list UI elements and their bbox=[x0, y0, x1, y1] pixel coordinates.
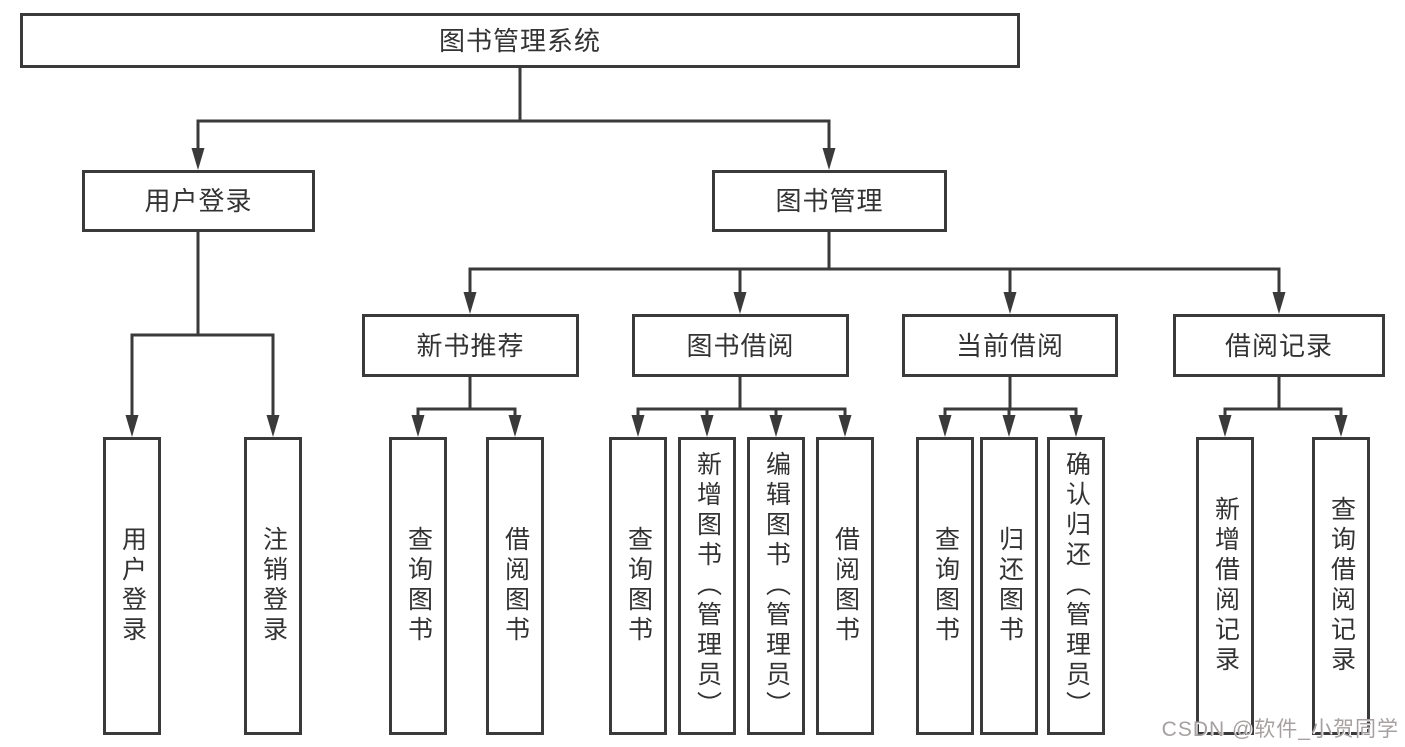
leaf-bb-edit-book-admin-label: 编辑图书（管理员） bbox=[762, 451, 791, 721]
connector-borrow-record-to-leaves bbox=[1218, 375, 1348, 437]
leaf-logout: 注销登录 bbox=[244, 437, 302, 735]
leaf-br-query-record: 查询借阅记录 bbox=[1312, 437, 1370, 735]
leaf-user-login-label: 用户登录 bbox=[118, 526, 147, 646]
node-borrow-record: 借阅记录 bbox=[1173, 314, 1385, 377]
leaf-bb-add-book-admin-label: 新增图书（管理员） bbox=[693, 451, 722, 721]
leaf-br-add-record: 新增借阅记录 bbox=[1196, 437, 1254, 735]
leaf-bb-edit-book-admin: 编辑图书（管理员） bbox=[747, 437, 805, 735]
leaf-bb-query-book: 查询图书 bbox=[609, 437, 667, 735]
node-book-borrow-label: 图书借阅 bbox=[686, 330, 795, 361]
leaf-cb-confirm-return-admin: 确认归还（管理员） bbox=[1047, 437, 1105, 735]
connector-user-login-to-leaves bbox=[125, 230, 280, 437]
leaf-nb-query-book-label: 查询图书 bbox=[404, 526, 433, 646]
leaf-cb-return-book: 归还图书 bbox=[980, 437, 1038, 735]
leaf-bb-borrow-book-label: 借阅图书 bbox=[831, 526, 860, 646]
leaf-nb-query-book: 查询图书 bbox=[389, 437, 447, 735]
leaf-br-query-record-label: 查询借阅记录 bbox=[1327, 496, 1356, 676]
node-current-borrow-label: 当前借阅 bbox=[955, 330, 1064, 361]
node-current-borrow: 当前借阅 bbox=[902, 314, 1118, 377]
leaf-cb-return-book-label: 归还图书 bbox=[995, 526, 1024, 646]
connector-new-book-rec-to-leaves bbox=[411, 375, 522, 437]
leaf-nb-borrow-book-label: 借阅图书 bbox=[501, 526, 530, 646]
leaf-bb-add-book-admin: 新增图书（管理员） bbox=[678, 437, 736, 735]
node-new-book-rec-label: 新书推荐 bbox=[416, 330, 525, 361]
node-new-book-rec: 新书推荐 bbox=[362, 314, 579, 377]
node-borrow-record-label: 借阅记录 bbox=[1224, 330, 1333, 361]
connector-root-to-level2 bbox=[191, 66, 836, 170]
node-book-mgmt: 图书管理 bbox=[712, 170, 947, 232]
leaf-cb-query-book: 查询图书 bbox=[916, 437, 974, 735]
connector-book-mgmt-to-level3 bbox=[463, 230, 1286, 314]
leaf-cb-query-book-label: 查询图书 bbox=[931, 526, 960, 646]
node-book-mgmt-label: 图书管理 bbox=[775, 186, 884, 216]
leaf-nb-borrow-book: 借阅图书 bbox=[486, 437, 544, 735]
node-root: 图书管理系统 bbox=[20, 13, 1020, 68]
node-book-borrow: 图书借阅 bbox=[632, 314, 849, 377]
leaf-bb-query-book-label: 查询图书 bbox=[624, 526, 653, 646]
leaf-cb-confirm-return-admin-label: 确认归还（管理员） bbox=[1062, 451, 1091, 721]
leaf-user-login: 用户登录 bbox=[103, 437, 161, 735]
connector-book-borrow-to-leaves bbox=[631, 375, 852, 437]
node-root-label: 图书管理系统 bbox=[438, 25, 601, 56]
connector-current-borrow-to-leaves bbox=[938, 375, 1083, 437]
node-user-login-label: 用户登录 bbox=[144, 186, 253, 216]
leaf-bb-borrow-book: 借阅图书 bbox=[816, 437, 874, 735]
csdn-watermark: CSDN @软件_小贺同学 bbox=[1161, 718, 1399, 741]
node-user-login: 用户登录 bbox=[82, 170, 315, 232]
leaf-br-add-record-label: 新增借阅记录 bbox=[1211, 496, 1240, 676]
leaf-logout-label: 注销登录 bbox=[259, 526, 288, 646]
